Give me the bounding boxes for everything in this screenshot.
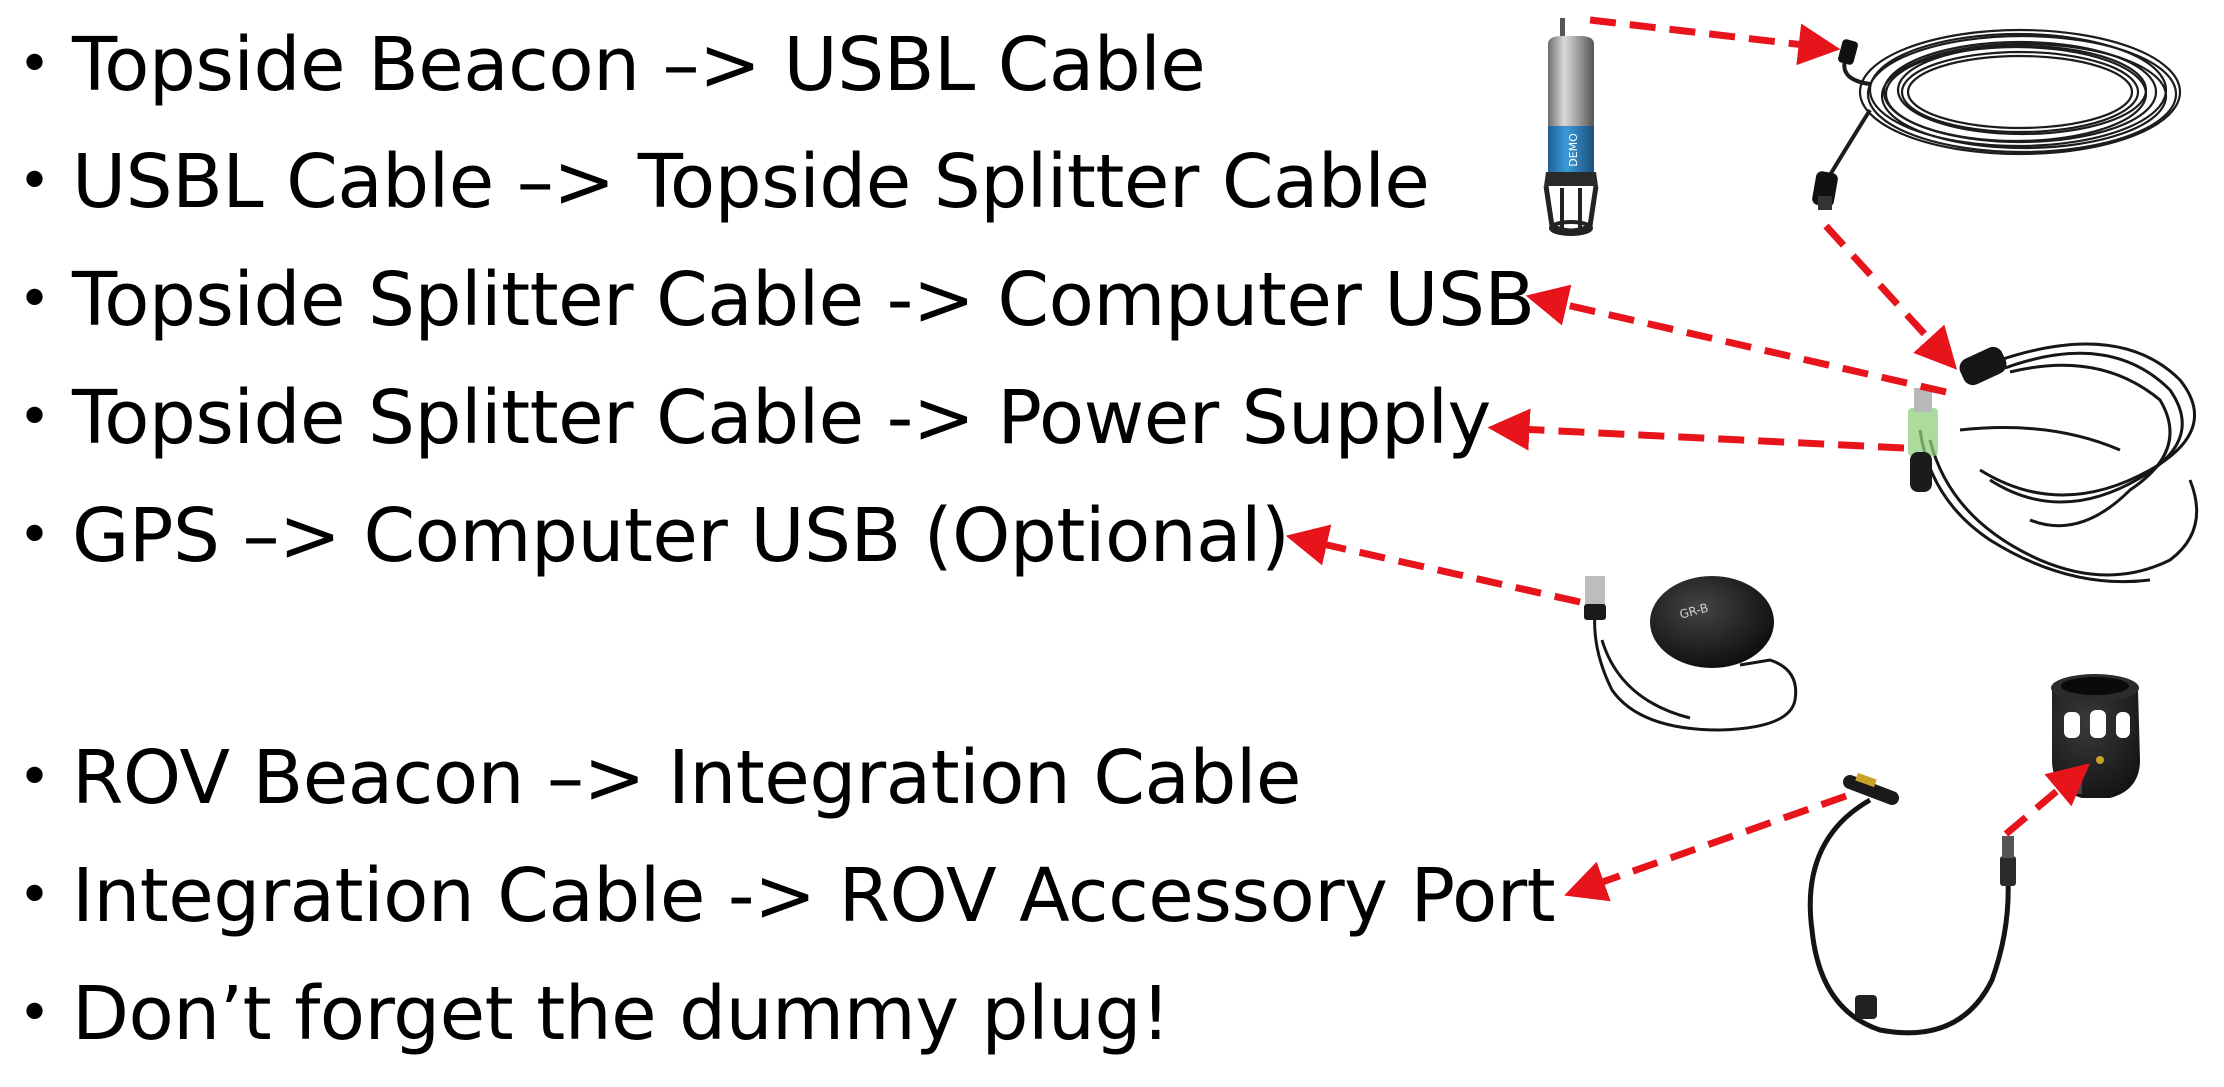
arrow-gps-to-computer-usb	[1285, 524, 1581, 606]
arrow-integration-to-rov-port	[1564, 792, 1848, 902]
bullet-text: ROV Beacon –> Integration Cable	[72, 735, 1301, 821]
usb-gps-puck-photo: GR-B	[1584, 576, 1798, 732]
usbl-cable-connectors	[1812, 39, 1858, 210]
arrow-splitter-to-power-supply	[1487, 408, 1905, 452]
arrow-beacon-to-usbl	[1589, 16, 1841, 66]
bullet-item: • USBL Cable –> Topside Splitter Cable	[18, 132, 1430, 232]
bullet-text: USBL Cable –> Topside Splitter Cable	[72, 139, 1430, 225]
bullet-dot: •	[18, 385, 52, 450]
bullet-item: • Don’t forget the dummy plug!	[18, 964, 1171, 1064]
bullet-item: • GPS –> Computer USB (Optional)	[18, 486, 1290, 586]
arrow-splitter-to-computer-usb	[1525, 284, 1947, 396]
bullet-item: • Topside Beacon –> USBL Cable	[18, 15, 1206, 115]
bullet-list: • Topside Beacon –> USBL Cable • USBL Ca…	[18, 15, 1556, 1064]
coiled-usbl-cable-photo	[1828, 28, 2182, 177]
bullet-text: Topside Beacon –> USBL Cable	[72, 22, 1206, 108]
connection-arrows	[1285, 16, 2091, 902]
bullet-dot: •	[18, 503, 52, 568]
bullet-text: Topside Splitter Cable -> Computer USB	[72, 257, 1535, 343]
bullet-dot: •	[18, 863, 52, 928]
bullet-dot: •	[18, 149, 52, 214]
bullet-dot: •	[18, 267, 52, 332]
bullet-text: Integration Cable -> ROV Accessory Port	[72, 853, 1556, 939]
arrow-integration-to-rov-beacon	[2003, 763, 2091, 837]
integration-cable-photo	[1807, 772, 2016, 1036]
bullet-item: • Integration Cable -> ROV Accessory Por…	[18, 846, 1556, 946]
bullet-dot: •	[18, 981, 52, 1046]
rov-beacon-photo	[2051, 674, 2140, 798]
bullet-dot: •	[18, 32, 52, 97]
bullet-text: Don’t forget the dummy plug!	[72, 971, 1171, 1057]
bullet-text: Topside Splitter Cable -> Power Supply	[72, 375, 1491, 461]
bullet-item: • Topside Splitter Cable -> Computer USB	[18, 250, 1535, 350]
bullet-text: GPS –> Computer USB (Optional)	[72, 493, 1290, 579]
topside-beacon-photo: DEMO	[1543, 18, 1599, 236]
bullet-item: • Topside Splitter Cable -> Power Supply	[18, 368, 1491, 468]
bullet-dot: •	[18, 745, 52, 810]
bullet-item: • ROV Beacon –> Integration Cable	[18, 728, 1301, 828]
arrow-usbl-to-splitter	[1823, 223, 1958, 370]
topside-splitter-cable-photo	[1908, 342, 2199, 584]
beacon-label: DEMO	[1567, 133, 1580, 167]
